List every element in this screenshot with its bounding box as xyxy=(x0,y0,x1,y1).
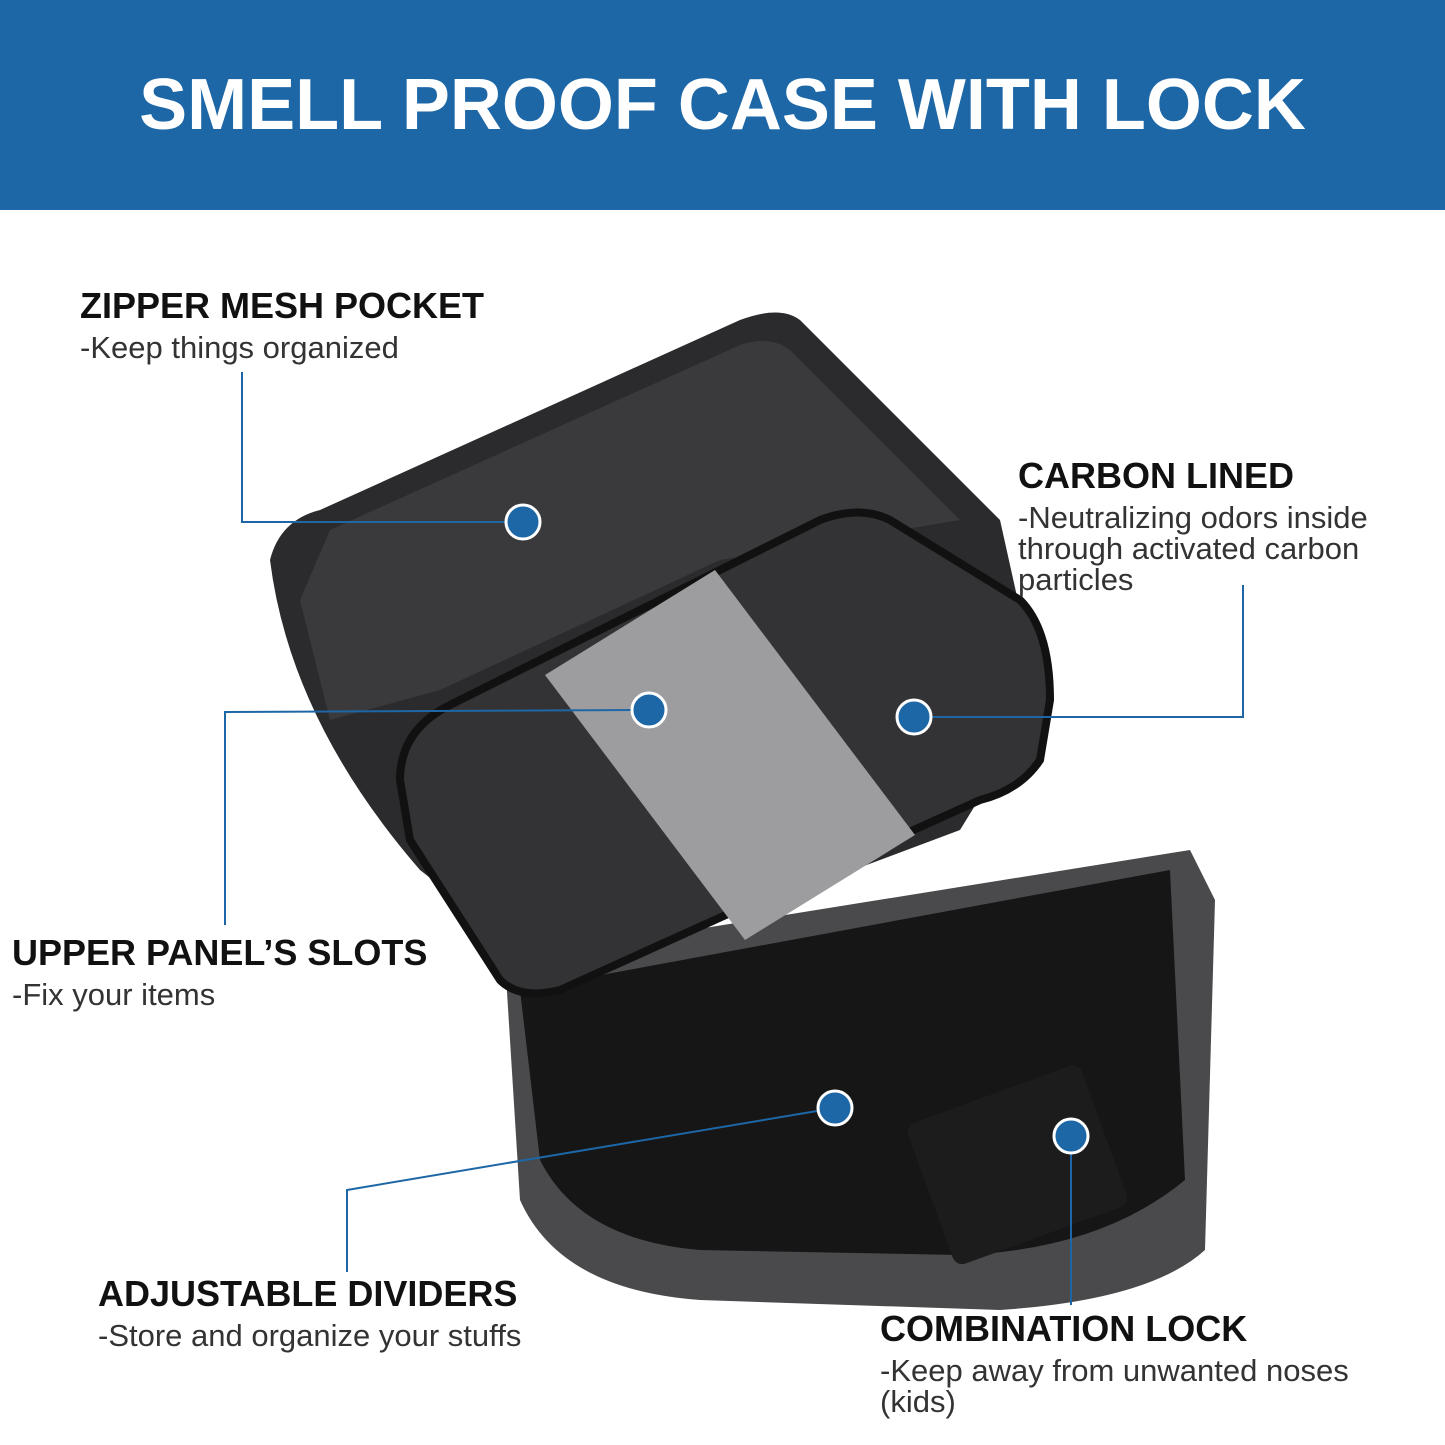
title-banner: SMELL PROOF CASE WITH LOCK xyxy=(0,0,1445,210)
feature-desc: -Keep away from unwanted noses xyxy=(880,1353,1349,1388)
callout-dot-carbon xyxy=(895,698,933,736)
feature-upper-panel-slots: UPPER PANEL’S SLOTS -Fix your items xyxy=(12,932,428,1012)
callout-dot-lock xyxy=(1052,1117,1090,1155)
feature-combination-lock: COMBINATION LOCK -Keep away from unwante… xyxy=(880,1308,1349,1419)
feature-desc: (kids) xyxy=(880,1384,956,1419)
feature-desc: -Fix your items xyxy=(12,977,216,1012)
feature-title: CARBON LINED xyxy=(1018,455,1294,496)
feature-desc: -Store and organize your stuffs xyxy=(98,1318,522,1353)
callout-dot-zipper xyxy=(504,503,542,541)
feature-carbon-lined: CARBON LINED -Neutralizing odors inside … xyxy=(1018,455,1368,597)
callout-line-zipper xyxy=(241,372,523,523)
callout-line-slots xyxy=(224,709,650,925)
feature-title: ZIPPER MESH POCKET xyxy=(80,285,485,326)
mesh-pocket xyxy=(300,341,960,720)
feature-zipper-mesh-pocket: ZIPPER MESH POCKET -Keep things organize… xyxy=(80,285,485,365)
feature-adjustable-dividers: ADJUSTABLE DIVIDERS -Store and organize … xyxy=(98,1273,522,1353)
feature-desc: through activated carbon xyxy=(1018,531,1360,566)
feature-desc: -Neutralizing odors inside xyxy=(1018,500,1368,535)
callout-dot-dividers xyxy=(816,1089,854,1127)
feature-desc: particles xyxy=(1018,562,1134,597)
callout-line-dividers xyxy=(346,1107,836,1272)
combination-lock xyxy=(907,1065,1128,1265)
callout-dot-slots xyxy=(630,691,668,729)
panel-slots xyxy=(545,570,915,940)
page-title: SMELL PROOF CASE WITH LOCK xyxy=(139,65,1306,145)
feature-title: UPPER PANEL’S SLOTS xyxy=(12,932,428,973)
callout-line-carbon xyxy=(914,585,1244,718)
feature-title: ADJUSTABLE DIVIDERS xyxy=(98,1273,518,1314)
feature-desc: -Keep things organized xyxy=(80,330,399,365)
feature-title: COMBINATION LOCK xyxy=(880,1308,1248,1349)
